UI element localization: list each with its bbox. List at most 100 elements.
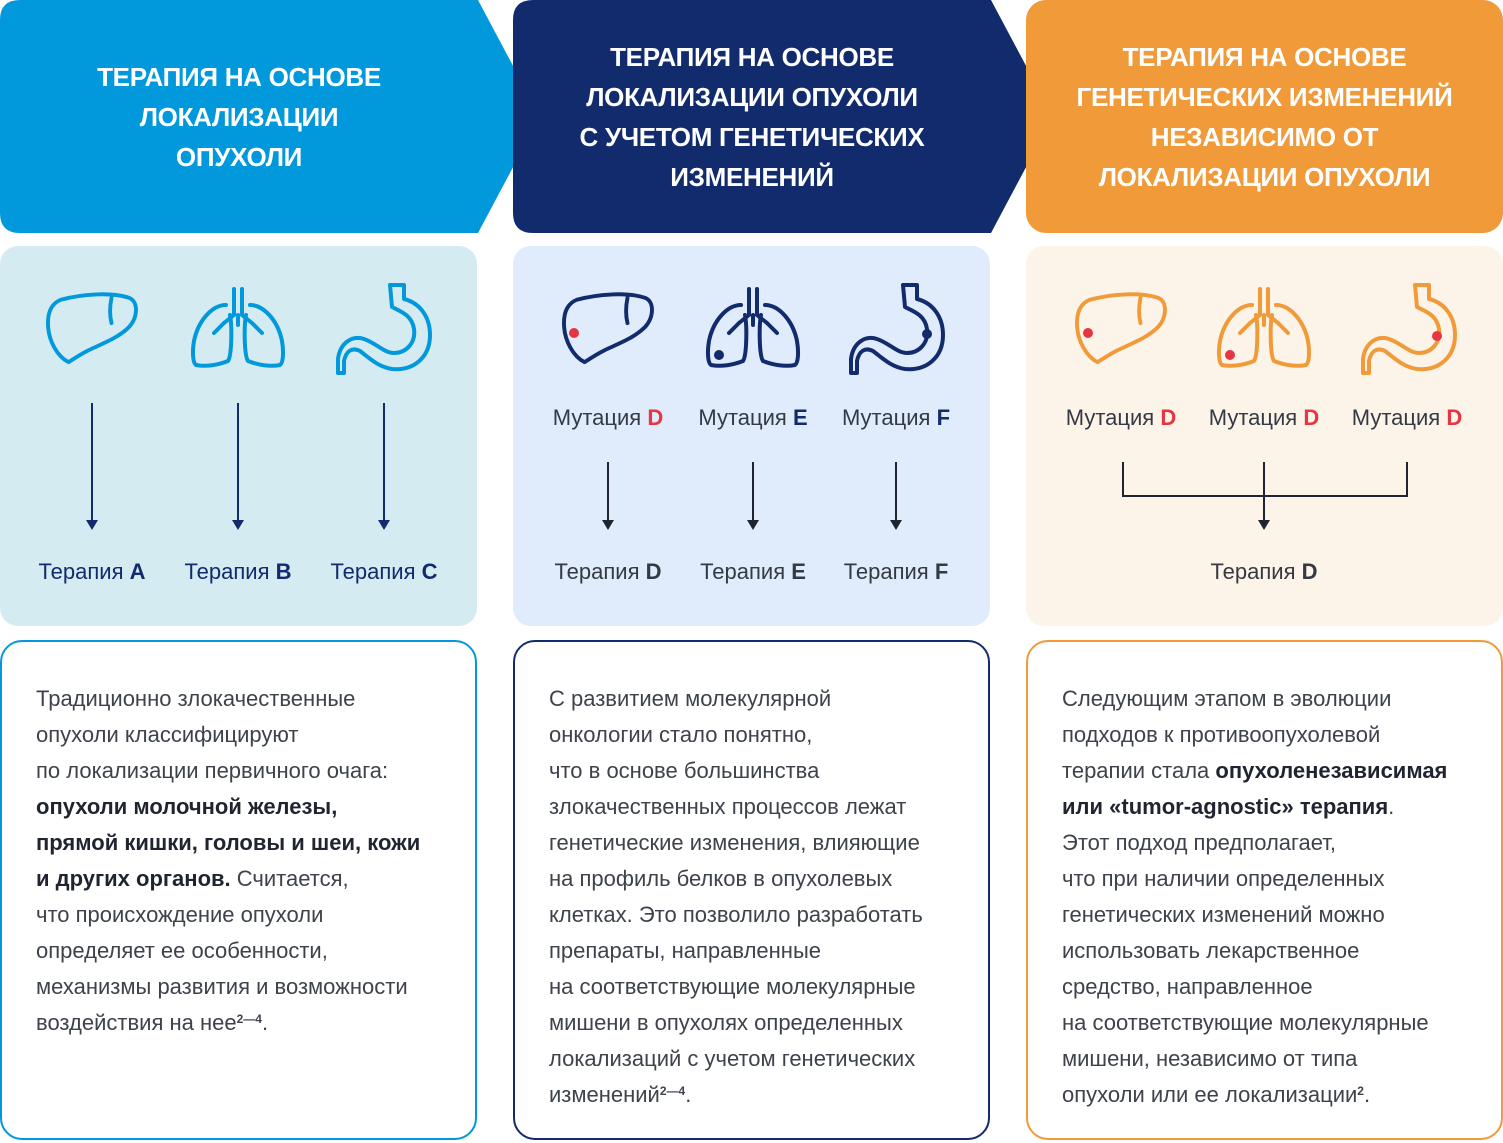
header-title: Терапия на основе генетических изменений…: [1077, 37, 1453, 197]
description-line: и других органов. Считается,: [36, 866, 349, 891]
header-line: локализации: [139, 101, 339, 132]
header-box-fill: [1026, 0, 1503, 233]
description-line: локализаций с учетом генетических: [549, 1046, 916, 1071]
description-line: прямой кишки, головы и шеи, кожи: [36, 830, 421, 855]
therapy-label: Терапия F: [843, 559, 949, 584]
mutation-dot: [1432, 331, 1442, 341]
header-line: Терапия на основе: [1122, 41, 1407, 72]
arrow-head: [86, 520, 98, 530]
mutation-dot: [1083, 328, 1093, 338]
description-line: или «tumor-agnostic» терапия.: [1062, 794, 1395, 819]
mutation-label: Мутация D: [1065, 405, 1177, 430]
reference-superscript: 2: [1357, 1084, 1364, 1098]
flow-panel-column-1: [0, 246, 477, 626]
mutation-label: Мутация E: [698, 405, 808, 430]
description-line: С развитием молекулярной: [549, 686, 832, 711]
mutation-dot: [569, 328, 579, 338]
liver-icon: [46, 292, 138, 365]
mutation-letter: D: [647, 405, 664, 430]
therapy-label: Терапия D: [1210, 559, 1318, 584]
description-line: клетках. Это позволило разработать: [549, 902, 923, 927]
description-line: на соответствующие молекулярные: [549, 974, 916, 999]
description-line: опухоли молочной железы,: [36, 794, 338, 819]
description-line: механизмы развития и возможности: [36, 974, 408, 999]
flow-panel-column-2: [513, 246, 990, 626]
header-title: Терапия на основе локализации опухоли: [97, 57, 381, 177]
mutation-dot: [1225, 350, 1235, 360]
header-line: локализации опухоли: [586, 81, 918, 112]
mutation-label: Мутация D: [1208, 405, 1320, 430]
header-column-3: Терапия на основе генетических изменений…: [1026, 0, 1503, 233]
mutation-letter: D: [1303, 405, 1320, 430]
description-line: что в основе большинства: [549, 758, 820, 783]
liver-icon: [1075, 292, 1167, 365]
description-line: мишени, независимо от типа: [1062, 1046, 1358, 1071]
header-line: независимо от: [1150, 121, 1379, 152]
flow-graphics: [1075, 283, 1457, 530]
header-title: Терапия на основе локализации опухоли с …: [580, 37, 925, 197]
arrow-head: [890, 520, 902, 530]
therapy-letter: B: [275, 559, 292, 584]
description-line: препараты, направленные: [549, 938, 822, 963]
arrow-head: [602, 520, 614, 530]
mutation-dot: [922, 329, 932, 339]
description-line: по локализации первичного очага:: [36, 758, 389, 783]
mutation-dot: [714, 350, 724, 360]
description-line: генетических изменений можно: [1062, 902, 1385, 927]
liver-icon: [562, 292, 654, 365]
header-line: локализации опухоли: [1098, 161, 1431, 192]
flow-panel-column-3: [1026, 246, 1503, 626]
header-arrow-fill: [0, 0, 540, 233]
mutation-letter: E: [792, 405, 808, 430]
description-line: на соответствующие молекулярные: [1062, 1010, 1429, 1035]
stomach-icon: [849, 283, 945, 375]
description-line: изменений2—4.: [549, 1082, 692, 1107]
mutation-label: Мутация D: [1351, 405, 1463, 430]
flow-graphics: [46, 283, 432, 530]
description-box-column-3: Следующим этапом в эволюции подходов к п…: [1026, 640, 1503, 1140]
header-column-2: Терапия на основе локализации опухоли с …: [513, 0, 1053, 233]
arrow-head: [747, 520, 759, 530]
stomach-icon: [1361, 283, 1457, 375]
therapy-label: Терапия D: [554, 559, 662, 584]
description-line: средство, направленное: [1062, 974, 1313, 999]
arrow-head: [232, 520, 244, 530]
header-arrow-shape: [0, 0, 540, 233]
description-line: опухоли классифицируют: [36, 722, 299, 747]
description-line: подходов к противоопухолевой: [1062, 722, 1381, 747]
description-box-column-1: Традиционно злокачественные опухоли клас…: [0, 640, 477, 1140]
stomach-icon: [336, 283, 432, 375]
therapy-label: Терапия C: [330, 559, 438, 584]
description-line: опухоли или ее локализации2.: [1062, 1082, 1371, 1107]
therapy-label: Терапия B: [184, 559, 292, 584]
therapy-letter: D: [645, 559, 662, 584]
reference-superscript: 2—4: [659, 1084, 686, 1098]
mutation-label: Мутация F: [841, 405, 951, 430]
description-line: использовать лекарственное: [1062, 938, 1360, 963]
description-line: что при наличии определенных: [1062, 866, 1385, 891]
header-line: опухоли: [175, 141, 303, 172]
mutation-letter: D: [1446, 405, 1463, 430]
mutation-label: Мутация D: [552, 405, 664, 430]
mutation-letter: F: [936, 405, 951, 430]
description-line: Следующим этапом в эволюции: [1062, 686, 1392, 711]
header-column-1: Терапия на основе локализации опухоли: [0, 0, 540, 233]
description-line: на профиль белков в опухолевых: [549, 866, 893, 891]
header-line: генетических изменений: [1076, 81, 1453, 112]
therapy-letter: A: [129, 559, 146, 584]
arrow-head: [1258, 520, 1270, 530]
header-box-shape: [1026, 0, 1503, 233]
description-line: мишени в опухолях определенных: [549, 1010, 903, 1035]
header-line: Терапия на основе: [97, 61, 381, 92]
description-line: злокачественных процессов лежат: [549, 794, 907, 819]
lungs-icon: [193, 289, 283, 366]
description-line: воздействия на нее2—4.: [36, 1010, 269, 1035]
therapy-letter: C: [421, 559, 438, 584]
therapy-label: Терапия A: [38, 559, 146, 584]
description-line: терапии стала опухоленезависимая: [1062, 758, 1448, 783]
header-line: изменений: [670, 161, 834, 192]
header-arrow-fill: [513, 0, 1053, 233]
reference-superscript: 2—4: [236, 1012, 262, 1026]
therapy-letter: F: [934, 559, 949, 584]
therapy-letter: E: [791, 559, 806, 584]
